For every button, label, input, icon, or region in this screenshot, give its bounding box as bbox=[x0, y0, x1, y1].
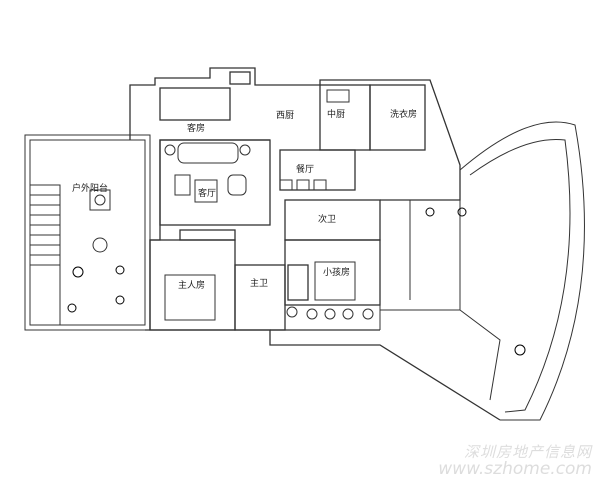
furniture bbox=[164, 89, 374, 321]
room-label-master-bedroom: 主人房 bbox=[178, 281, 206, 291]
main-walls bbox=[129, 67, 501, 421]
watermark: 深圳房地产信息网 www.szhome.com bbox=[438, 443, 592, 479]
room-label-dining: 餐厅 bbox=[296, 165, 315, 175]
watermark-site-name: 深圳房地产信息网 bbox=[463, 443, 592, 461]
room-label-outdoor-balcony: 户外阳台 bbox=[72, 184, 109, 194]
room-label-chinese-kitchen: 中厨 bbox=[327, 110, 346, 120]
plant-icons bbox=[67, 207, 526, 356]
room-label-western-kitchen: 西厨 bbox=[276, 111, 295, 121]
watermark-url: www.szhome.com bbox=[438, 458, 592, 479]
room-label-guest-room: 客房 bbox=[187, 124, 206, 134]
room-label-living: 客厅 bbox=[198, 189, 217, 199]
room-label-kids-room: 小孩房 bbox=[323, 268, 351, 278]
room-label-second-bath: 次卫 bbox=[318, 215, 337, 225]
room-label-master-bath: 主卫 bbox=[250, 279, 269, 289]
room-label-laundry: 洗衣房 bbox=[390, 110, 418, 120]
outdoor-balcony-walls bbox=[24, 134, 151, 331]
curved-terrace bbox=[379, 121, 585, 421]
